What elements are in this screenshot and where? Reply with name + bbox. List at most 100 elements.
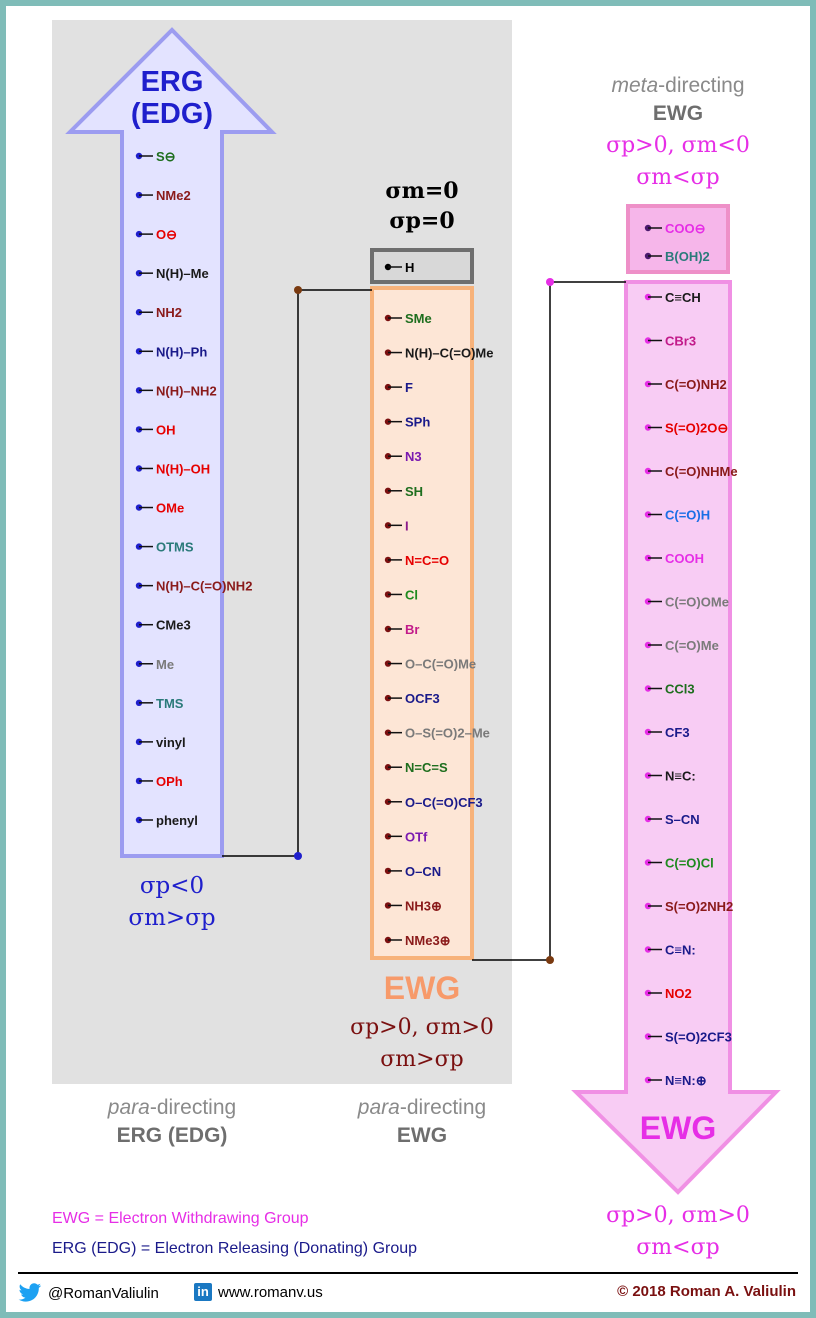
para-ewg-group-label-10: O–C(=O)Me	[405, 657, 476, 672]
meta-top-caption-line2: σm<σp	[636, 165, 720, 190]
para-ewg-bottom-rest: -directing	[399, 1096, 487, 1119]
para-ewg-group-label-9: Br	[405, 622, 419, 637]
para-ewg-group-label-18: NMe3⊕	[405, 933, 451, 948]
meta-ewg-group-label-5: C(=O)H	[665, 508, 710, 523]
erg-group-label-9: OMe	[156, 501, 184, 516]
reference-sigma-p: σp=0	[389, 208, 455, 234]
erg-bottom-italic: para	[107, 1096, 150, 1119]
para-ewg-column	[370, 286, 474, 960]
erg-group-label-1: NMe2	[156, 188, 191, 203]
erg-bottom-rest: -directing	[149, 1096, 237, 1119]
meta-ewg-arrow	[571, 280, 781, 1195]
erg-caption: σp<0 σm>σp	[102, 870, 242, 934]
meta-ewg-group-label-8: C(=O)Me	[665, 638, 719, 653]
erg-title-line2: (EDG)	[130, 98, 214, 130]
footer-twitter[interactable]: @RomanValiulin	[18, 1283, 159, 1303]
para-ewg-group-label-1: N(H)–C(=O)Me	[405, 346, 493, 361]
para-ewg-group-label-13: N=C=S	[405, 760, 448, 775]
footer-copyright: © 2018 Roman A. Valiulin	[617, 1283, 796, 1300]
para-ewg-group-label-6: I	[405, 518, 409, 533]
erg-connector	[222, 289, 372, 857]
meta-top-italic: meta	[611, 74, 659, 97]
meta-anomalous-group-label-1: B(OH)2	[665, 249, 710, 264]
linkedin-icon: in	[194, 1283, 212, 1301]
para-ewg-group-label-3: SPh	[405, 415, 430, 430]
reference-group-label-0: H	[405, 260, 414, 275]
meta-ewg-group-label-0: C≡CH	[665, 290, 701, 305]
erg-group-label-3: N(H)–Me	[156, 266, 209, 281]
meta-ewg-group-label-13: C(=O)Cl	[665, 856, 714, 871]
erg-title-line1: ERG	[140, 66, 204, 98]
erg-title: ERG (EDG)	[112, 66, 232, 130]
meta-top-caption: σp>0, σm<0 σm<σp	[588, 130, 768, 194]
meta-ewg-group-label-2: C(=O)NH2	[665, 377, 727, 392]
meta-top-caption-line1: σp>0, σm<0	[606, 133, 750, 158]
erg-caption-line1: σp<0	[139, 873, 205, 899]
erg-connector-dot	[294, 852, 302, 860]
para-ewg-group-label-12: O–S(=O)2–Me	[405, 726, 490, 741]
meta-top-label: meta-directing EWG	[578, 72, 778, 128]
meta-anomalous-group-label-0: COO⊖	[665, 221, 706, 236]
legend-erg: ERG (EDG) = Electron Releasing (Donating…	[52, 1240, 418, 1257]
para-ewg-bottom-line2: EWG	[396, 1124, 448, 1147]
para-ewg-group-label-4: N3	[405, 449, 422, 464]
erg-group-label-15: vinyl	[156, 735, 186, 750]
para-ewg-group-label-17: NH3⊕	[405, 898, 442, 913]
meta-ewg-caption: σp>0, σm>0 σm<σp	[588, 1200, 768, 1264]
meta-ewg-group-label-6: COOH	[665, 551, 704, 566]
meta-top-line2: EWG	[652, 102, 704, 125]
erg-group-label-11: N(H)–C(=O)NH2	[156, 579, 252, 594]
meta-ewg-group-label-14: S(=O)2NH2	[665, 899, 733, 914]
erg-group-label-7: OH	[156, 422, 176, 437]
meta-ewg-group-label-9: CCl3	[665, 682, 695, 697]
website-link: www.romanv.us	[218, 1283, 323, 1301]
erg-group-label-10: OTMS	[156, 540, 194, 555]
erg-group-label-4: NH2	[156, 305, 182, 320]
erg-bottom-label: para-directing ERG (EDG)	[72, 1094, 272, 1150]
meta-ewg-group-label-18: N≡N:⊕	[665, 1073, 707, 1088]
erg-group-label-12: CMe3	[156, 618, 191, 633]
meta-connector	[472, 281, 626, 961]
erg-group-label-6: N(H)–NH2	[156, 383, 217, 398]
twitter-handle: @RomanValiulin	[48, 1284, 159, 1302]
meta-ewg-group-label-7: C(=O)OMe	[665, 595, 729, 610]
para-ewg-group-label-14: O–C(=O)CF3	[405, 795, 483, 810]
meta-ewg-group-label-17: S(=O)2CF3	[665, 1030, 732, 1045]
meta-anomalous-box	[626, 204, 730, 274]
para-ewg-caption-line1: σp>0, σm>0	[350, 1015, 494, 1040]
reference-label: σm=0 σp=0	[362, 176, 482, 236]
para-ewg-group-label-5: SH	[405, 484, 423, 499]
para-ewg-group-label-8: Cl	[405, 587, 418, 602]
meta-ewg-caption-line1: σp>0, σm>0	[606, 1203, 750, 1228]
meta-top-rest: -directing	[658, 74, 745, 97]
footer-divider	[18, 1272, 798, 1274]
erg-group-label-5: N(H)–Ph	[156, 344, 207, 359]
para-ewg-group-label-16: O–CN	[405, 864, 441, 879]
erg-arrow	[65, 27, 277, 858]
para-connector-dot	[294, 286, 302, 294]
para-ewg-group-label-7: N=C=O	[405, 553, 449, 568]
meta-ewg-group-label-16: NO2	[665, 986, 692, 1001]
para-ewg-group-label-0: SMe	[405, 311, 432, 326]
para-ewg-title: EWG	[383, 970, 461, 1006]
footer-website[interactable]: in www.romanv.us	[194, 1283, 323, 1301]
para-ewg-bottom-italic: para	[357, 1096, 400, 1119]
twitter-bird-icon	[18, 1283, 42, 1302]
erg-group-label-8: N(H)–OH	[156, 461, 210, 476]
para-ewg-bottom-label: para-directing EWG	[322, 1094, 522, 1150]
erg-bottom-line2: ERG (EDG)	[116, 1124, 228, 1147]
erg-group-label-13: Me	[156, 657, 174, 672]
para-ewg-caption-line2: σm>σp	[380, 1047, 464, 1072]
erg-group-label-14: TMS	[156, 696, 184, 711]
erg-group-label-0: S⊖	[156, 149, 176, 164]
meta-ewg-title: EWG	[639, 1110, 717, 1146]
para-ewg-group-label-2: F	[405, 380, 413, 395]
meta-ewg-group-label-10: CF3	[665, 725, 690, 740]
para-ewg-group-label-15: OTf	[405, 829, 428, 844]
erg-group-label-16: OPh	[156, 774, 183, 789]
erg-caption-line2: σm>σp	[128, 905, 216, 931]
meta-connector-dot-low	[546, 956, 554, 964]
meta-ewg-group-label-3: S(=O)2O⊖	[665, 421, 728, 436]
meta-ewg-group-label-4: C(=O)NHMe	[665, 464, 738, 479]
